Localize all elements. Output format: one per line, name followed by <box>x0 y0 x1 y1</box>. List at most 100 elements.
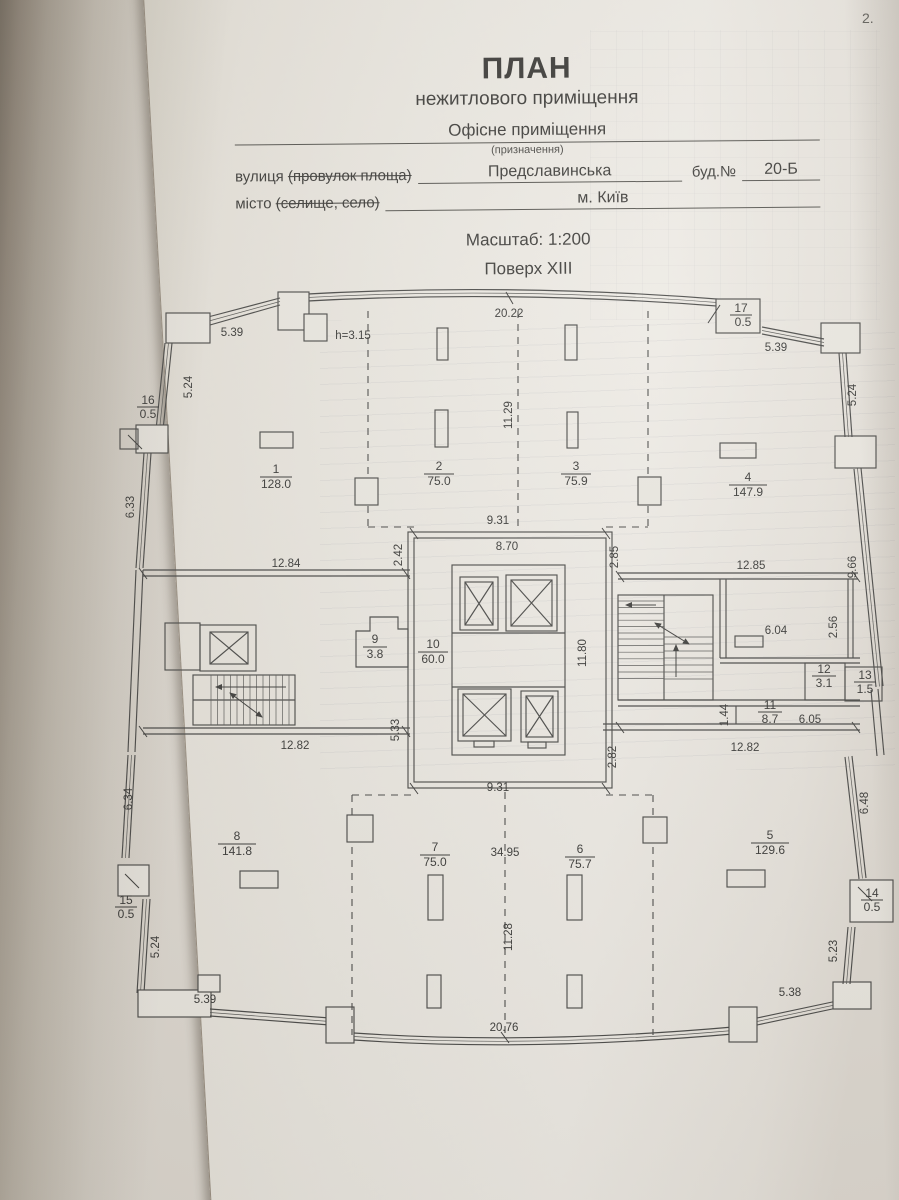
svg-text:75.0: 75.0 <box>423 855 447 869</box>
room-label-11: 118.7 <box>758 698 782 726</box>
dim-tr-side: 5.24 <box>847 383 859 406</box>
svg-text:129.6: 129.6 <box>755 843 785 857</box>
dim-rooms23-height: 11.29 <box>503 401 515 429</box>
svg-text:0.5: 0.5 <box>140 407 157 421</box>
dim-core-tr: 2.85 <box>609 546 621 568</box>
elevator-left <box>209 631 249 665</box>
city-label: місто (селище, село) <box>235 194 380 213</box>
dim-core-bottom: 9.31 <box>487 782 509 794</box>
svg-text:16: 16 <box>141 393 155 407</box>
street-value: Предславинська <box>417 161 682 184</box>
dim-top: 20.22 <box>495 308 524 320</box>
street-label-struck: (провулок площа) <box>287 167 412 186</box>
elevator-shaft-2 <box>505 574 558 632</box>
dim-core-top: 9.31 <box>487 515 509 527</box>
svg-text:75.9: 75.9 <box>564 474 588 488</box>
svg-text:128.0: 128.0 <box>261 477 291 491</box>
page-number: 2. <box>862 10 874 26</box>
svg-text:13: 13 <box>858 668 872 682</box>
columns <box>239 324 766 1009</box>
elevator-shaft-3 <box>457 688 512 748</box>
dim-tl-chamfer: 5.39 <box>221 327 243 339</box>
balcony-16 <box>119 424 169 454</box>
svg-text:1: 1 <box>273 462 280 476</box>
dimension-ticks <box>138 291 861 1044</box>
building-value: 20-Б <box>741 160 821 182</box>
dim-right-lower: 6.48 <box>859 792 871 814</box>
room-label-7: 775.0 <box>420 840 450 869</box>
svg-text:12: 12 <box>817 662 831 676</box>
floor-plan-drawing: 20.22 h=3.15 5.39 5.39 5.24 5.24 6.33 9.… <box>115 288 894 1046</box>
svg-text:0.5: 0.5 <box>735 315 752 329</box>
svg-text:75.7: 75.7 <box>568 857 592 871</box>
outer-walls <box>117 288 894 1046</box>
elevator-shaft-1 <box>459 576 499 631</box>
dim-bottom: 20.76 <box>490 1022 519 1034</box>
stairs-left <box>192 674 296 726</box>
floor-plan: 20.22 h=3.15 5.39 5.39 5.24 5.24 6.33 9.… <box>108 287 898 1067</box>
svg-text:15: 15 <box>119 893 133 907</box>
dim-left-upper: 6.33 <box>125 496 137 518</box>
svg-text:9: 9 <box>372 632 379 646</box>
svg-text:0.5: 0.5 <box>864 900 881 914</box>
room-9-outline <box>355 616 409 668</box>
dim-bl-chamfer: 5.39 <box>194 994 216 1006</box>
svg-text:1.5: 1.5 <box>857 682 874 696</box>
svg-text:3: 3 <box>573 459 580 473</box>
dim-niche-144: 1.44 <box>719 703 731 726</box>
dimension-labels: 20.22 h=3.15 5.39 5.39 5.24 5.24 6.33 9.… <box>123 308 871 1034</box>
dim-rooms67-height: 11.28 <box>503 923 515 951</box>
svg-text:3.1: 3.1 <box>816 676 833 690</box>
svg-text:6: 6 <box>577 842 584 856</box>
svg-text:7: 7 <box>432 840 439 854</box>
dim-corridor-left-bottom: 12.82 <box>281 740 310 752</box>
dim-height-note: h=3.15 <box>335 330 371 342</box>
room-label-2: 275.0 <box>424 459 454 488</box>
svg-text:141.8: 141.8 <box>222 844 252 858</box>
dim-br-chamfer: 5.38 <box>779 987 801 999</box>
dim-core-inner-top: 8.70 <box>496 541 518 553</box>
floor-line: Поверх XIII <box>484 258 573 279</box>
document-subtitle: нежитлового приміщення <box>415 87 639 110</box>
room-label-9: 93.8 <box>363 632 387 661</box>
street-label: вулиця (провулок площа) <box>235 167 412 186</box>
scale-line: Масштаб: 1:200 <box>465 229 591 250</box>
dim-niche-256: 2.56 <box>828 616 840 638</box>
room-label-17: 170.5 <box>730 301 752 329</box>
svg-text:3.8: 3.8 <box>367 647 384 661</box>
dim-br-side: 5.23 <box>828 940 840 962</box>
dim-core-right: 11.80 <box>577 639 589 667</box>
room-label-14: 140.5 <box>861 886 883 914</box>
city-value: м. Київ <box>385 187 821 212</box>
room-label-15: 150.5 <box>115 893 137 921</box>
svg-text:0.5: 0.5 <box>118 907 135 921</box>
dim-core-tl: 2.42 <box>393 544 405 566</box>
dim-mid-width: 34.95 <box>491 847 520 859</box>
svg-text:11: 11 <box>764 698 777 712</box>
balcony-17 <box>707 298 761 334</box>
svg-text:5: 5 <box>767 828 774 842</box>
dim-bl-side: 5.24 <box>150 935 162 958</box>
svg-text:8.7: 8.7 <box>762 712 779 726</box>
city-row: місто (селище, село) м. Київ <box>235 187 821 213</box>
room-label-13: 131.5 <box>854 668 876 696</box>
document-title: ПЛАН <box>481 51 572 86</box>
building-label: буд.№ <box>691 163 737 181</box>
dim-tr-chamfer: 5.39 <box>765 342 787 354</box>
svg-text:14: 14 <box>865 886 879 900</box>
dim-corridor-right-top: 12.85 <box>737 560 766 572</box>
balcony-15 <box>117 864 150 897</box>
room-label-12: 123.1 <box>812 662 836 690</box>
svg-text:2: 2 <box>436 459 443 473</box>
dim-core-br: 2.82 <box>607 746 619 768</box>
interior-walls <box>143 569 883 735</box>
room-label-6: 675.7 <box>565 842 595 871</box>
svg-text:17: 17 <box>734 301 748 315</box>
elevator-shaft-4 <box>520 690 559 749</box>
